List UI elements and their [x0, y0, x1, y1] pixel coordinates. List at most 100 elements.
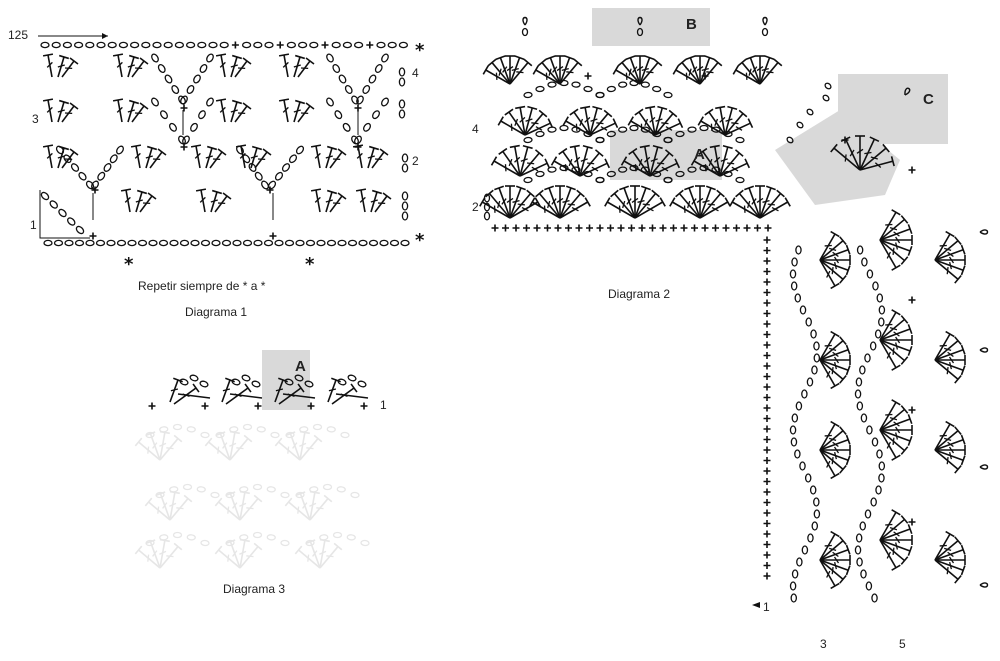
- double-crochet-slash: [511, 68, 519, 72]
- chain-stitch-symbol: [878, 461, 886, 471]
- double-crochet-symbol: [524, 107, 534, 136]
- chain-stitch-symbol: [855, 533, 863, 543]
- single-crochet-symbol: [908, 296, 916, 304]
- double-crochet-top-bar: [737, 58, 747, 67]
- chain-stitch-symbol: [374, 63, 383, 74]
- double-crochet-slash: [293, 64, 301, 68]
- double-crochet-top-bar: [960, 365, 966, 376]
- double-crochet-top-bar: [845, 455, 851, 466]
- chain-stitch-symbol: [583, 170, 593, 178]
- chain-stitch-symbol: [285, 431, 295, 439]
- double-crochet-symbol: [735, 69, 761, 85]
- chain-stitch-symbol: [559, 79, 569, 87]
- double-crochet-symbol: [125, 189, 131, 213]
- chain-stitch-symbol: [401, 201, 409, 211]
- chain-stitch-symbol: [116, 239, 127, 247]
- double-crochet-slash: [849, 149, 855, 157]
- single-crochet-symbol: [321, 41, 329, 49]
- picot-symbol: [637, 16, 643, 26]
- double-crochet-top-bar: [69, 148, 79, 156]
- double-crochet-symbol: [819, 333, 836, 361]
- single-crochet-symbol: [763, 541, 771, 548]
- double-crochet-symbol: [629, 57, 641, 85]
- double-crochet-top-bar: [764, 55, 775, 61]
- double-crochet-symbol: [649, 162, 678, 177]
- double-crochet-symbol: [671, 201, 701, 219]
- chain-stitch-symbol: [322, 483, 333, 491]
- double-crochet-slash: [655, 118, 663, 122]
- double-crochet-slash: [637, 199, 645, 203]
- double-crochet-slash: [892, 347, 895, 355]
- double-crochet-slash: [166, 555, 174, 558]
- double-crochet-slash: [943, 247, 952, 252]
- double-crochet-top-bar: [534, 149, 544, 157]
- double-crochet-slash: [626, 198, 632, 205]
- double-crochet-slash: [767, 203, 775, 206]
- single-crochet-symbol: [276, 41, 284, 49]
- double-crochet-top-bar: [42, 98, 54, 102]
- double-crochet-top-bar: [954, 536, 962, 546]
- double-crochet-symbol: [559, 57, 571, 85]
- double-crochet-top-bar: [535, 189, 544, 198]
- d3-label-a: A: [295, 358, 306, 375]
- chain-stitch-symbol: [145, 539, 155, 547]
- double-crochet-top-bar: [891, 264, 901, 271]
- chain-stitch-symbol: [559, 124, 569, 132]
- double-crochet-top-bar: [724, 197, 731, 207]
- single-crochet-symbol: [763, 299, 771, 307]
- double-crochet-slash: [644, 118, 649, 126]
- double-crochet-slash: [711, 207, 719, 212]
- chain-connector: [335, 393, 369, 399]
- double-crochet-slash: [147, 446, 150, 454]
- double-crochet-top-bar: [900, 315, 909, 324]
- double-crochet-symbol: [879, 518, 906, 541]
- double-crochet-symbol: [117, 54, 123, 78]
- double-crochet-top-bar: [954, 574, 962, 584]
- double-crochet-symbol: [879, 311, 897, 341]
- chain-stitch-symbol: [251, 380, 261, 388]
- double-crochet-symbol: [819, 233, 836, 261]
- double-crochet-slash: [508, 158, 513, 167]
- double-crochet-slash: [720, 158, 728, 162]
- single-crochet-symbol: [743, 224, 751, 232]
- chain-stitch-symbol: [872, 281, 879, 291]
- single-crochet-symbol: [607, 224, 614, 232]
- double-crochet-top-bar: [954, 426, 962, 436]
- double-crochet-top-bar: [217, 148, 227, 156]
- double-crochet-slash: [708, 158, 713, 167]
- chain-stitch-symbol: [711, 126, 721, 133]
- double-crochet-symbol: [61, 151, 75, 169]
- double-crochet-slash: [661, 166, 669, 172]
- single-crochet-symbol: [763, 446, 771, 454]
- double-crochet-symbol: [819, 449, 849, 462]
- double-crochet-top-bar: [891, 454, 901, 461]
- double-crochet-slash: [299, 442, 307, 447]
- double-crochet-top-bar: [297, 383, 305, 393]
- double-crochet-top-bar: [839, 374, 847, 384]
- double-crochet-top-bar: [839, 236, 847, 246]
- chain-stitch-symbol: [242, 239, 253, 247]
- double-crochet-symbol: [299, 432, 306, 461]
- double-crochet-symbol: [699, 192, 722, 219]
- double-crochet-symbol: [488, 192, 511, 219]
- double-crochet-top-bar: [907, 545, 913, 556]
- double-crochet-slash: [135, 199, 143, 203]
- chain-stitch-symbol: [164, 74, 173, 84]
- double-crochet-top-bar: [509, 144, 520, 149]
- double-crochet-top-bar: [594, 149, 604, 157]
- double-crochet-slash: [219, 61, 226, 68]
- picot-symbol: [979, 464, 989, 470]
- double-crochet-symbol: [819, 533, 836, 561]
- double-crochet-top-bar: [368, 145, 380, 151]
- d2-label-c: C: [923, 91, 934, 108]
- double-crochet-symbol: [699, 187, 712, 219]
- double-crochet-slash: [246, 555, 254, 558]
- single-crochet-symbol: [201, 402, 209, 410]
- double-crochet-slash: [506, 66, 514, 72]
- double-crochet-slash: [947, 551, 954, 558]
- double-crochet-slash: [826, 460, 831, 468]
- chain-stitch-symbol: [401, 153, 409, 163]
- chain-stitch-symbol: [338, 74, 347, 84]
- double-crochet-top-bar: [532, 65, 539, 75]
- double-crochet-top-bar: [732, 65, 739, 75]
